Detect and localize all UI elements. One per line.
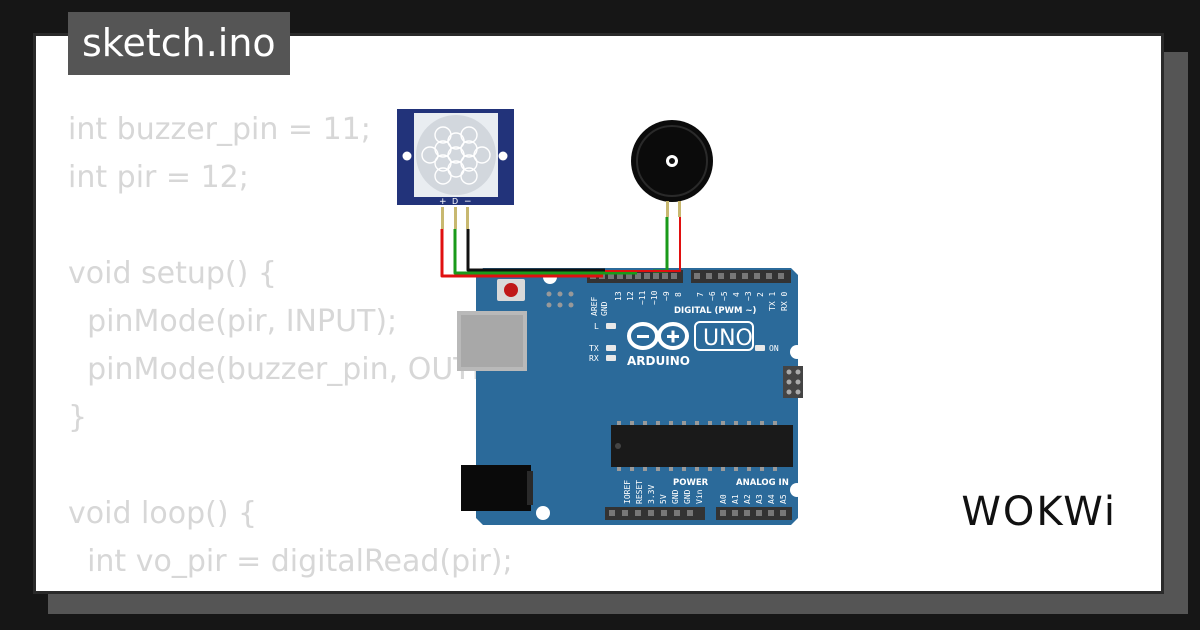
pir-pin-minus: − bbox=[464, 197, 472, 207]
arduino-brand: ARDUINO bbox=[627, 354, 690, 368]
pin-label: 4 bbox=[732, 292, 741, 297]
pin-label: 13 bbox=[614, 291, 623, 301]
pin-label: GND bbox=[600, 301, 609, 316]
pin-label: A0 bbox=[719, 494, 728, 504]
wire-green bbox=[453, 229, 637, 275]
pin-label: ~11 bbox=[638, 290, 647, 305]
analog-label: ANALOG IN bbox=[736, 478, 789, 488]
led-rx bbox=[606, 355, 616, 361]
pin-label: ~5 bbox=[720, 291, 729, 301]
mounting-hole bbox=[536, 506, 550, 520]
pir-pin-plus: + bbox=[439, 197, 447, 207]
mounting-hole bbox=[790, 483, 804, 497]
project-card: int buzzer_pin = 11; int pir = 12; void … bbox=[33, 33, 1164, 594]
pin-label: A3 bbox=[755, 494, 764, 504]
pin-label: AREF bbox=[590, 297, 599, 316]
led-on-label: ON bbox=[769, 344, 779, 353]
mounting-hole bbox=[790, 345, 804, 359]
uno-badge bbox=[694, 321, 754, 351]
pin-label: 3.3V bbox=[647, 485, 656, 504]
circuit-diagram: AREF GND 13 12 ~11 ~10 ~9 8 7 ~6 ~5 4 ~3… bbox=[397, 109, 804, 525]
pin-label: RESET bbox=[635, 480, 644, 504]
arduino-infinity-icon bbox=[627, 322, 689, 350]
pin-label: TX 1 bbox=[768, 292, 777, 311]
code-line: void loop() { bbox=[68, 496, 258, 531]
pin-label: A2 bbox=[743, 494, 752, 504]
wire-buzzer-green bbox=[653, 217, 669, 273]
pin-label: A5 bbox=[779, 494, 788, 504]
led-tx bbox=[606, 345, 616, 351]
pin-label: A1 bbox=[731, 494, 740, 504]
code-line: pinMode(pir, INPUT); bbox=[68, 304, 398, 339]
pin-label: 8 bbox=[674, 292, 683, 297]
led-l bbox=[606, 323, 616, 329]
pin-label: Vin bbox=[695, 489, 704, 504]
wire-buzzer-red bbox=[605, 217, 681, 272]
icsp-header bbox=[546, 291, 574, 308]
icsp-header-right bbox=[783, 366, 803, 398]
led-on bbox=[755, 345, 765, 351]
pin-label: 12 bbox=[626, 291, 635, 301]
led-tx-label: TX bbox=[589, 344, 599, 353]
pin-label: ~3 bbox=[744, 291, 753, 301]
code-line: } bbox=[68, 400, 88, 435]
pin-label: ~6 bbox=[708, 291, 717, 301]
pin-label: 5V bbox=[659, 494, 668, 504]
wires bbox=[440, 217, 681, 278]
arduino-uno-board: AREF GND 13 12 ~11 ~10 ~9 8 7 ~6 ~5 4 ~3… bbox=[457, 268, 804, 525]
power-label: POWER bbox=[673, 478, 709, 488]
pin-label: ~10 bbox=[650, 290, 659, 305]
pin-label: ~9 bbox=[662, 291, 671, 301]
code-line: int pir = 12; bbox=[68, 160, 249, 195]
wire-black bbox=[466, 229, 605, 272]
code-line: int buzzer_pin = 11; bbox=[68, 112, 371, 147]
wire-red bbox=[440, 229, 603, 278]
file-tab[interactable]: sketch.ino bbox=[68, 12, 290, 75]
pin-label: A4 bbox=[767, 494, 776, 504]
digital-label: DIGITAL (PWM ~) bbox=[674, 306, 756, 316]
pin-label: 2 bbox=[756, 292, 765, 297]
uno-model: UNO bbox=[703, 326, 753, 351]
wokwi-logo: WOKWi bbox=[961, 489, 1117, 535]
pin-label: GND bbox=[671, 489, 680, 504]
pir-pin-d: D bbox=[452, 197, 458, 206]
pin-label: 7 bbox=[696, 292, 705, 297]
led-rx-label: RX bbox=[589, 354, 599, 363]
power-jack bbox=[461, 465, 531, 511]
piezo-buzzer bbox=[631, 120, 713, 217]
led-l-label: L bbox=[594, 322, 599, 331]
code-line: int vo_pir = digitalRead(pir); bbox=[68, 544, 513, 579]
pin-label: GND bbox=[683, 489, 692, 504]
pin-label: IOREF bbox=[623, 480, 632, 504]
pin-label: RX 0 bbox=[780, 292, 789, 311]
code-line: void setup() { bbox=[68, 256, 277, 291]
atmega-chip bbox=[611, 425, 793, 467]
pir-motion-sensor: + D − bbox=[397, 109, 514, 229]
